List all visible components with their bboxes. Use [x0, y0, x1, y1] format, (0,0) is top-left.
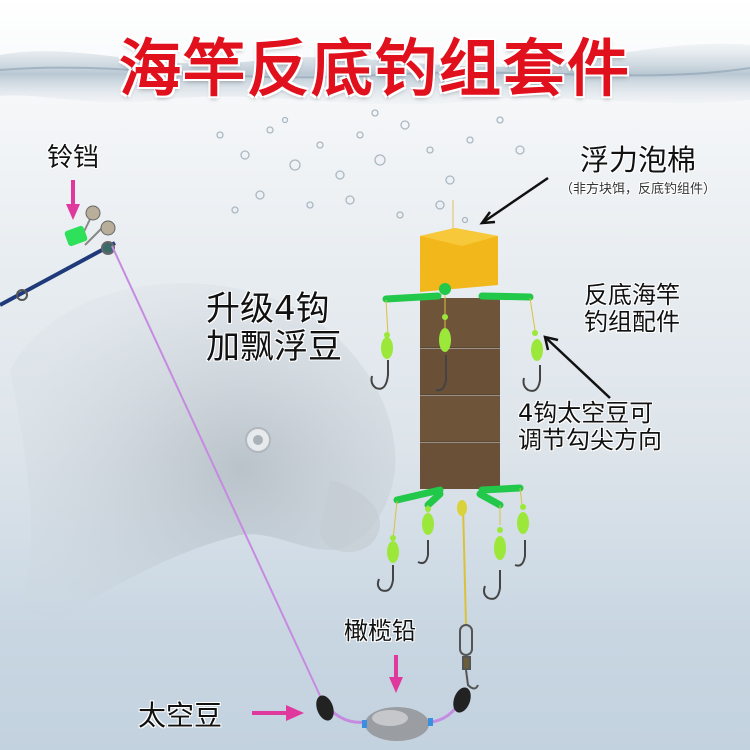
olive-lead-weight — [362, 707, 433, 741]
carp-background-image — [10, 283, 396, 620]
label-foam-note: （非方块饵，反底钓组件） — [560, 182, 717, 197]
label-bell: 铃铛 — [47, 143, 100, 173]
bait-blocks — [420, 298, 500, 489]
hooks — [370, 295, 541, 600]
page-title: 海竿反底钓组套件 — [118, 32, 631, 105]
space-bean-right — [453, 687, 471, 713]
space-bean-left — [316, 695, 334, 721]
label-rig-parts: 反底海竿 钓组配件 — [584, 282, 680, 336]
pointer-arrows-black — [479, 176, 611, 399]
label-olive-lead: 橄榄铅 — [344, 617, 416, 645]
foam-float — [420, 200, 498, 292]
fishing-rod — [0, 241, 116, 307]
label-space-bean: 太空豆 — [138, 699, 223, 732]
upper-arms — [382, 292, 534, 303]
label-upgrade: 升级4钩 加飘浮豆 — [206, 290, 342, 366]
bell-icon — [64, 205, 116, 247]
label-space-beans-line1: 4钩太空豆可 — [518, 399, 654, 427]
label-space-beans-adjust: 4钩太空豆可 调节勾尖方向 — [518, 400, 662, 454]
water-wave-decoration — [0, 43, 750, 105]
label-rig-parts-line2: 钓组配件 — [584, 307, 680, 336]
label-upgrade-line2: 加飘浮豆 — [206, 327, 342, 368]
label-foam-float: 浮力泡棉 — [580, 143, 697, 177]
lower-arms — [393, 484, 524, 509]
pointer-arrows-magenta — [66, 180, 403, 721]
label-space-beans-line2: 调节勾尖方向 — [518, 425, 662, 454]
label-rig-parts-line1: 反底海竿 — [584, 281, 680, 309]
bubbles-decoration — [216, 109, 525, 224]
snap-swivel — [459, 624, 479, 690]
floating-beads — [381, 314, 543, 563]
label-upgrade-line1: 升级4钩 — [206, 289, 330, 329]
